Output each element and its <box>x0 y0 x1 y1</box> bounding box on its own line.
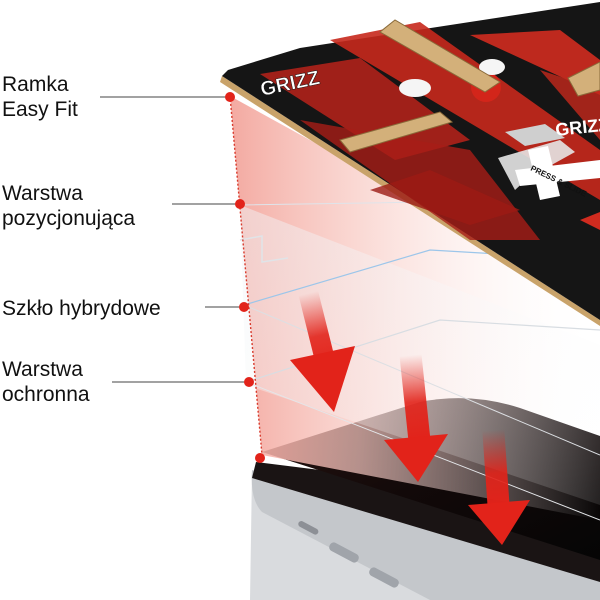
arrow-down-right <box>468 429 530 545</box>
arrow-down-left <box>290 290 355 412</box>
label-frame-line2: Easy Fit <box>2 98 78 121</box>
label-protective-layer: Warstwa ochronna <box>2 357 90 407</box>
label-protective-line1: Warstwa <box>2 358 83 381</box>
label-frame-line1: Ramka <box>2 73 69 96</box>
arrow-down-center <box>384 354 448 482</box>
label-easy-fit-frame: Ramka Easy Fit <box>2 72 78 122</box>
press-arrows <box>290 290 530 545</box>
label-glass-line1: Szkło hybrydowe <box>2 297 161 320</box>
label-protective-line2: ochronna <box>2 383 90 406</box>
callout-dot-glass <box>239 302 249 312</box>
callouts <box>100 92 265 463</box>
frame-logo-secondary: GRIZZ <box>554 114 600 140</box>
easy-fit-frame: GRIZZ GRIZZ PRESS & SLIDE <box>220 2 600 326</box>
callout-dot-frame <box>225 92 235 102</box>
label-positioning-line1: Warstwa <box>2 182 83 205</box>
callout-dot-protective <box>244 377 254 387</box>
callout-dot-screen <box>255 453 265 463</box>
callout-dot-positioning <box>235 199 245 209</box>
label-positioning-line2: pozycjonująca <box>2 207 136 230</box>
label-positioning-layer: Warstwa pozycjonująca <box>2 181 135 231</box>
label-hybrid-glass: Szkło hybrydowe <box>2 296 161 321</box>
